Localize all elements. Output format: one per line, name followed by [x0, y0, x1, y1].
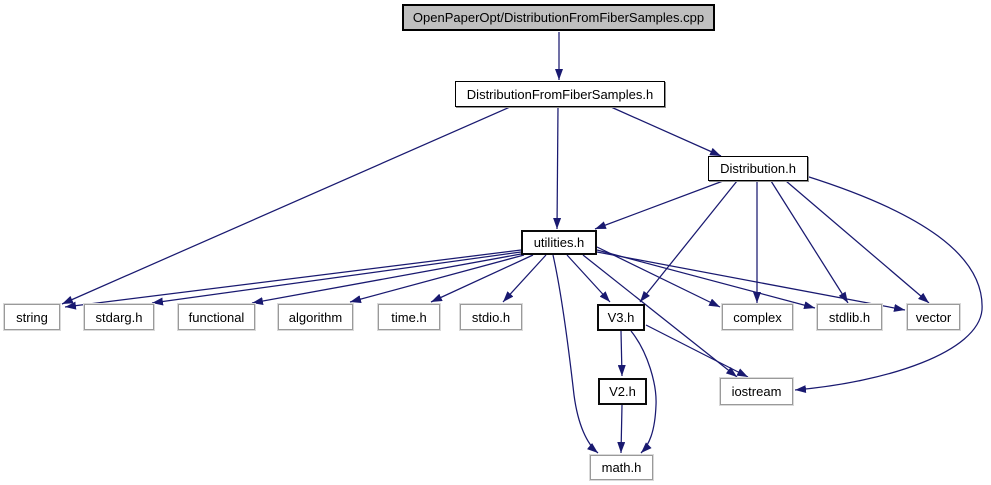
edge-util-complex	[596, 246, 721, 308]
node-functional: functional	[178, 304, 255, 330]
edge-v3h-v2h	[617, 330, 626, 377]
node-iostream: iostream	[720, 378, 793, 405]
edge-util-functional	[251, 253, 522, 305]
node-cpp: OpenPaperOpt/DistributionFromFiberSample…	[402, 4, 715, 31]
node-util[interactable]: utilities.h	[521, 230, 597, 255]
node-stdlibh: stdlib.h	[817, 304, 882, 330]
node-complex: complex	[722, 304, 793, 330]
edge-util-stdargh	[151, 251, 522, 306]
edge-util-vector	[596, 251, 906, 312]
node-stdargh: stdarg.h	[84, 304, 154, 330]
node-vector: vector	[907, 304, 960, 330]
node-timeh: time.h	[378, 304, 440, 330]
edge-v3h-mathh	[630, 330, 657, 454]
edge-dfsh-dist	[610, 106, 722, 157]
node-algorithm: algorithm	[278, 304, 353, 330]
edge-util-stdioh	[502, 254, 547, 303]
edge-util-stdlibh	[596, 249, 816, 310]
node-dist[interactable]: Distribution.h	[708, 156, 808, 181]
node-mathh: math.h	[590, 455, 653, 480]
edge-util-algorithm	[349, 254, 525, 303]
edge-v2h-mathh	[617, 404, 626, 454]
edge-util-v3h	[566, 254, 611, 303]
edge-v3h-iostream	[645, 324, 749, 378]
edge-dist-util	[594, 180, 724, 230]
node-stdioh: stdio.h	[460, 304, 522, 330]
edge-dist-stdlibh	[770, 180, 849, 304]
node-dfsh[interactable]: DistributionFromFiberSamples.h	[455, 81, 665, 107]
edge-dist-iostream	[794, 175, 983, 394]
edge-dfsh-string	[61, 106, 511, 305]
edge-util-string	[64, 249, 522, 310]
node-v2h[interactable]: V2.h	[598, 378, 647, 405]
edge-dist-v3h	[639, 180, 738, 303]
edge-dist-vector	[785, 180, 930, 304]
node-string: string	[4, 304, 60, 330]
node-v3h[interactable]: V3.h	[597, 304, 645, 331]
edge-util-timeh	[430, 254, 534, 303]
edge-util-mathh	[552, 254, 599, 454]
edge-dfsh-util	[553, 106, 562, 230]
edge-util-iostream	[582, 254, 738, 378]
